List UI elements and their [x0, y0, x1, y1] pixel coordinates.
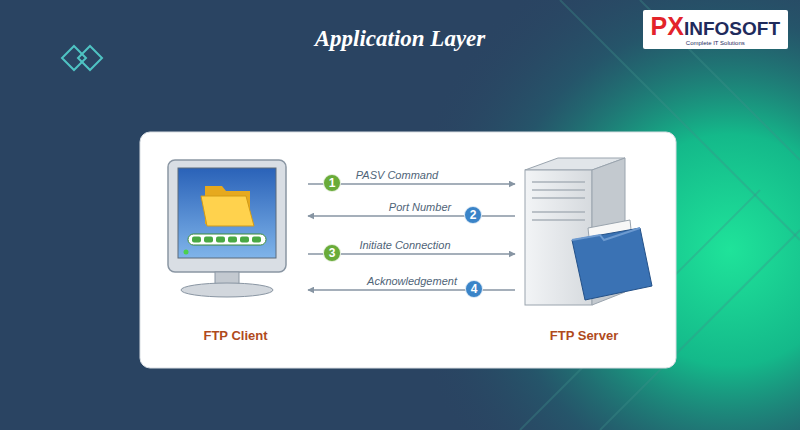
progress-segment [228, 237, 237, 243]
figure-node: FTP Server [515, 155, 653, 343]
edge-label: Acknowledgement [367, 275, 457, 287]
callout-number: 2 [470, 208, 477, 222]
step-circle: 4 [465, 280, 483, 298]
progress-segment [192, 237, 201, 243]
step-circle: 2 [464, 206, 482, 224]
progress-segment [240, 237, 249, 243]
figure-label: FTP Client [163, 328, 308, 343]
edge-label: Initiate Connection [359, 239, 450, 251]
logo-name: INFOSOFT [684, 19, 780, 38]
callout-number: 4 [471, 282, 478, 296]
server-icon [525, 158, 652, 305]
edge-label: Port Number [389, 201, 451, 213]
diagram-panel [140, 132, 676, 368]
callout-number: 1 [329, 176, 336, 190]
progress-segment [252, 237, 261, 243]
progress-segment [204, 237, 213, 243]
logo-tagline: Complete IT Solutions [651, 40, 780, 46]
logo-row: PXINFOSOFT [651, 14, 780, 39]
step-circle: 3 [323, 244, 341, 262]
diamond-icon [62, 46, 102, 70]
arrow-connector [308, 215, 515, 217]
logo-mark: PX [651, 14, 684, 39]
callout-number: 3 [329, 246, 336, 260]
figure-label: FTP Server [515, 328, 653, 343]
progress-segment [216, 237, 225, 243]
arrow-connector [308, 289, 515, 291]
logo-box: PXINFOSOFTComplete IT Solutions [643, 10, 788, 49]
step-circle: 1 [323, 174, 341, 192]
edge-label: PASV Command [356, 169, 438, 181]
monitor-icon [168, 160, 286, 297]
figure-node: FTP Client [163, 158, 308, 343]
